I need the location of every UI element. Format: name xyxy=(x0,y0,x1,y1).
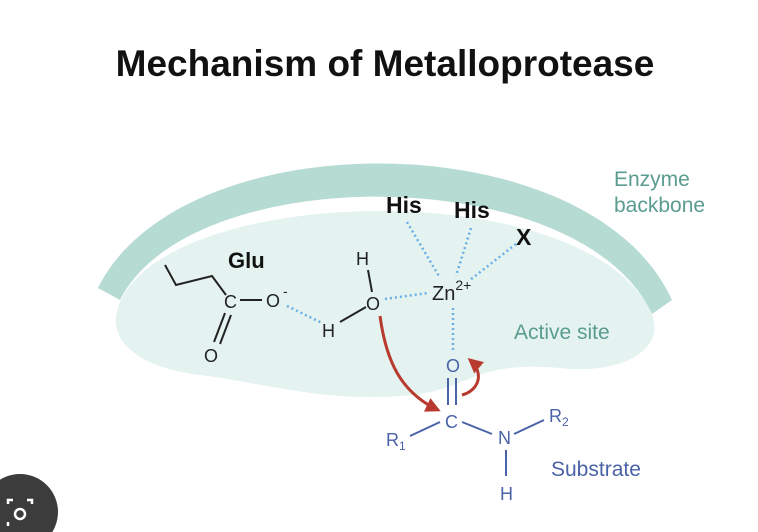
substrate-oxygen: O xyxy=(446,356,460,376)
substrate-r1-bond xyxy=(409,421,441,437)
lens-camera-icon xyxy=(6,498,34,526)
substrate-label: Substrate xyxy=(551,458,641,481)
water-oxygen: O xyxy=(366,294,380,314)
water-h-left: H xyxy=(322,321,335,341)
substrate-r2-subscript: 2 xyxy=(562,415,569,429)
active-site-label: Active site xyxy=(514,321,610,344)
substrate-r1: R1 xyxy=(386,430,406,453)
substrate-carbon: C xyxy=(445,412,458,432)
substrate-r2-bond xyxy=(513,419,545,435)
glu-minus-charge: - xyxy=(283,283,288,299)
his1-zn-coordination xyxy=(405,221,442,279)
glu-water-hbond xyxy=(286,304,323,325)
lens-search-button[interactable] xyxy=(0,474,58,532)
x-ligand-label: X xyxy=(516,224,532,250)
glu-c-o-double-bond-b xyxy=(219,314,232,345)
his2-zn-coordination xyxy=(454,227,473,277)
substrate-r1-subscript: 1 xyxy=(399,439,406,453)
enzyme-backbone-label-line1: Enzyme xyxy=(614,168,690,191)
substrate-nitrogen: N xyxy=(498,428,511,448)
substrate-hydrogen: H xyxy=(500,484,513,504)
active-site-pocket xyxy=(115,210,655,398)
glu-c-o-double-bond-a xyxy=(213,312,226,343)
water-oh-bond-top xyxy=(367,269,373,293)
nucleophilic-attack-arrow xyxy=(378,315,441,412)
glu-o-double: O xyxy=(204,346,218,366)
zinc-ion: Zn2+ xyxy=(432,277,471,305)
substrate-r2: R2 xyxy=(549,406,569,429)
glu-side-chain xyxy=(164,264,227,296)
glu-carbon: C xyxy=(224,292,237,312)
water-h-top: H xyxy=(356,249,369,269)
glu-o-minus: O xyxy=(266,291,280,311)
glu-label: Glu xyxy=(228,248,265,273)
zinc-charge: 2+ xyxy=(455,277,471,293)
page-title: Mechanism of Metalloprotease xyxy=(116,43,655,84)
carbonyl-electron-arrow xyxy=(461,358,484,397)
water-oh-bond-left xyxy=(339,306,367,323)
enzyme-backbone-label-line2: backbone xyxy=(614,194,705,217)
his-label-2: His xyxy=(454,197,490,223)
water-zn-coordination xyxy=(384,291,429,301)
substrate-cn-bond xyxy=(461,421,493,435)
enzyme-backbone-arc xyxy=(98,163,672,314)
his-label-1: His xyxy=(386,192,422,218)
